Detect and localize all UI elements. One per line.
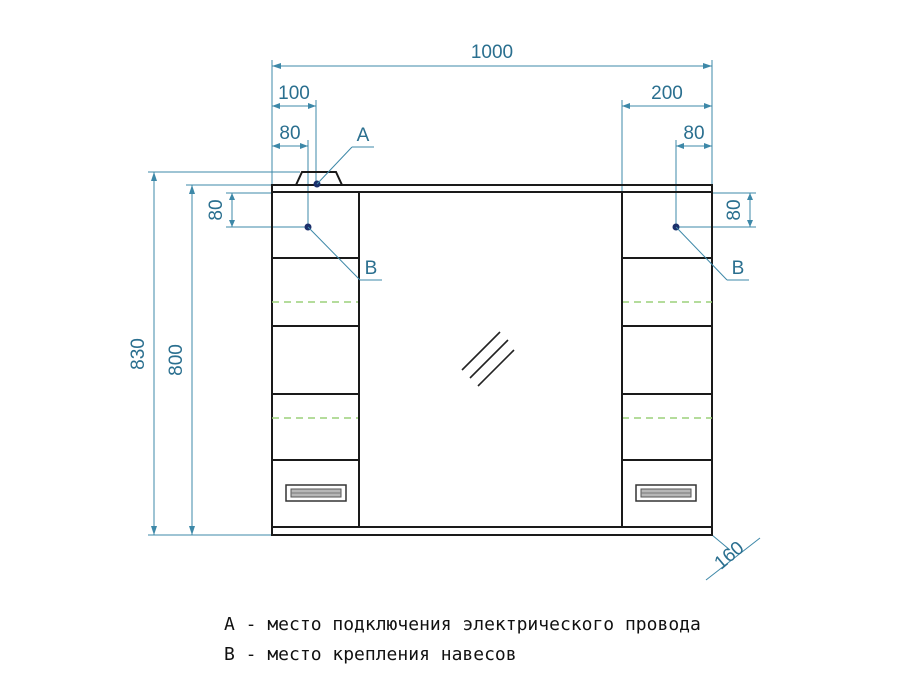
dim-overall-width: 1000 — [271, 42, 713, 185]
dim-right-outer: 200 — [621, 83, 712, 192]
dim-total-height: 830 — [128, 171, 300, 536]
right-drawer-handle — [635, 484, 697, 502]
dim-right-outer-label: 200 — [651, 83, 683, 104]
lamp-housing — [295, 171, 343, 186]
legend-b: B - место крепления навесов — [224, 644, 517, 665]
dim-total-height-label: 830 — [128, 338, 149, 370]
dim-left-inner: 80 — [272, 123, 309, 230]
marker-b-left: B — [304, 223, 382, 281]
marker-b-right-label: B — [732, 258, 745, 279]
mirror-reflection-icon — [461, 331, 515, 387]
dim-left-vertical: 80 — [206, 192, 308, 228]
dim-body-height-label: 800 — [166, 344, 187, 376]
marker-a-label: A — [357, 125, 370, 146]
dim-right-inner: 80 — [675, 123, 712, 230]
dim-left-outer-label: 100 — [278, 83, 310, 104]
top-cap — [271, 184, 713, 193]
dim-depth: 160 — [705, 534, 761, 581]
left-column — [271, 191, 360, 528]
left-drawer-handle — [285, 484, 347, 502]
dim-depth-label: 160 — [711, 538, 749, 574]
dim-left-inner-label: 80 — [279, 123, 300, 144]
mirror — [358, 191, 623, 528]
dim-body-height: 800 — [166, 184, 272, 535]
legend-a: A - место подключения электрического про… — [224, 614, 701, 635]
dim-left-outer: 100 — [272, 83, 317, 185]
cabinet — [271, 171, 713, 536]
dim-right-vertical-label: 80 — [724, 199, 745, 220]
dim-right-vertical: 80 — [676, 192, 756, 228]
dim-left-vertical-label: 80 — [206, 199, 227, 220]
bottom-plinth — [271, 526, 713, 536]
marker-a: A — [313, 125, 374, 188]
right-column — [621, 191, 713, 528]
dim-overall-width-label: 1000 — [471, 42, 513, 63]
dim-right-inner-label: 80 — [683, 123, 704, 144]
marker-b-right: B — [672, 223, 749, 281]
marker-b-left-label: B — [365, 258, 378, 279]
